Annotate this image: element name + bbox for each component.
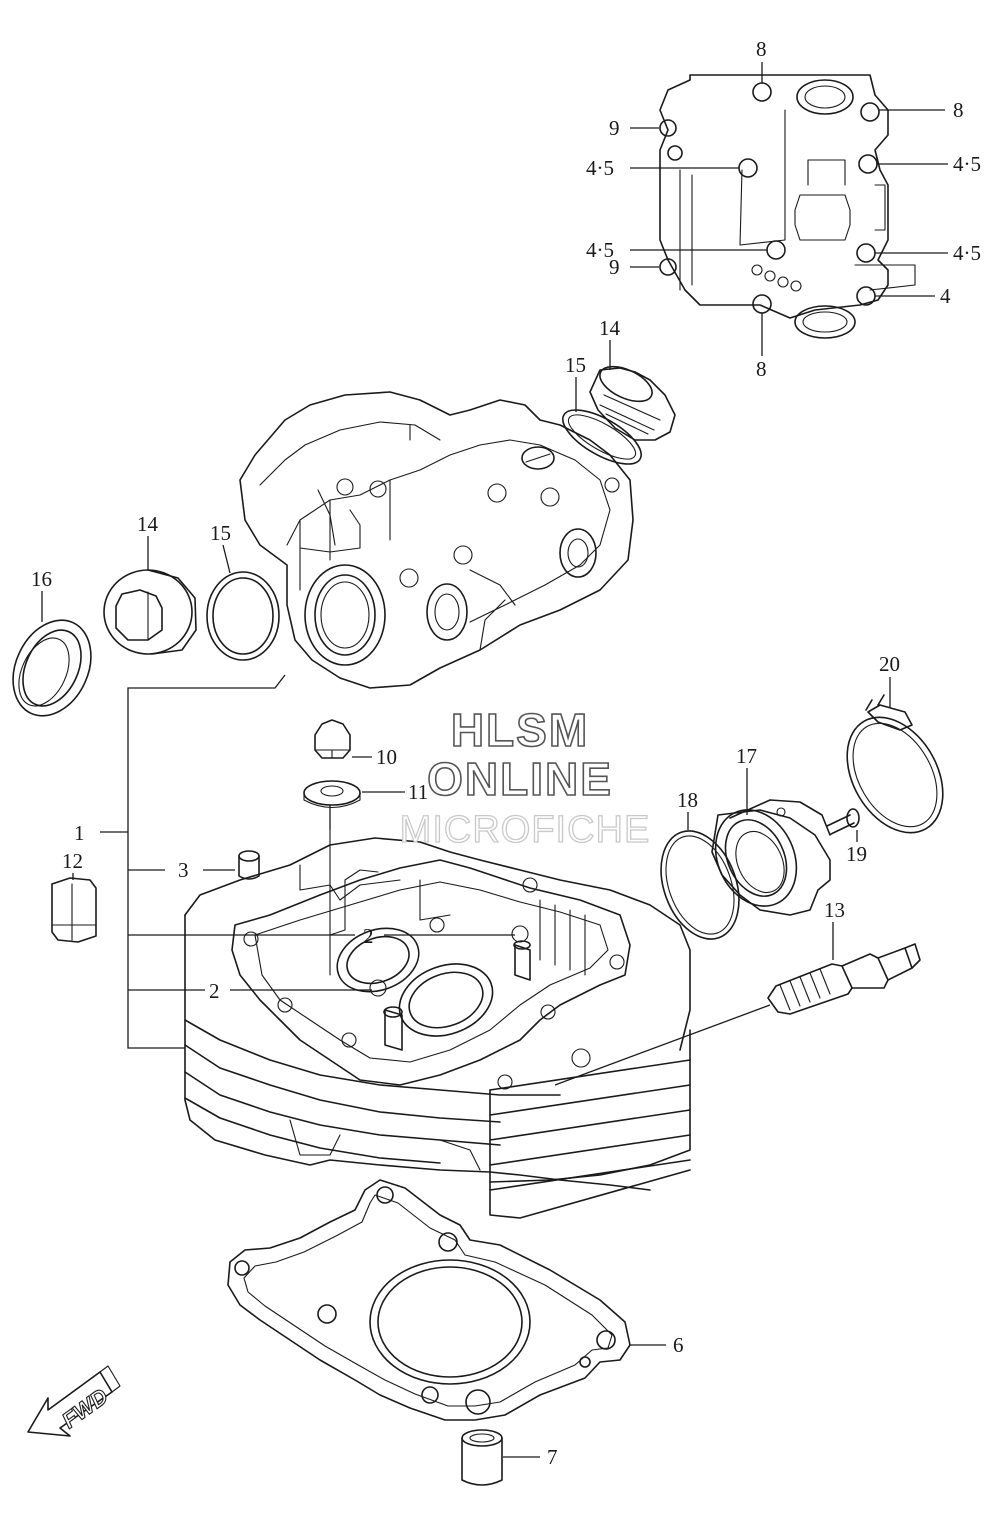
watermark-line-3: MICROFICHE (400, 809, 651, 851)
callout-19: 19 (846, 842, 867, 866)
part-19-screw (826, 808, 860, 835)
callout-15-top: 15 (565, 353, 586, 377)
bolt-label-4-5-left-upper: 4·5 (586, 156, 614, 180)
part-3-dowel (238, 850, 260, 880)
callout-14-left: 14 (137, 512, 159, 536)
bolt-label-8-top: 8 (756, 37, 767, 61)
callout-17: 17 (736, 744, 757, 768)
bolt-label-9-lower: 9 (609, 255, 620, 279)
part-17-intake-pipe (711, 799, 831, 916)
callout-3: 3 (178, 858, 189, 882)
callout-2-lower: 2 (209, 979, 220, 1003)
part-10-cap-nut (314, 719, 351, 759)
callout-20: 20 (879, 652, 900, 676)
part-15-o-ring-left (206, 571, 280, 661)
part-13-spark-plug (767, 943, 921, 1015)
watermark-line-2: ONLINE (427, 753, 613, 805)
bolt-pattern-view (659, 74, 916, 339)
callout-2-upper: 2 (363, 924, 374, 948)
bolt-label-4-5-right-lower: 4·5 (953, 241, 981, 265)
watermark: HLSM ONLINE MICROFICHE (399, 703, 651, 851)
callout-1: 1 (74, 821, 85, 845)
watermark-line-1: HLSM (451, 704, 589, 756)
callout-7: 7 (547, 1445, 558, 1469)
leader-lines (41, 340, 891, 1458)
cylinder-head-upper (239, 391, 634, 689)
part-15-o-ring-top (562, 409, 642, 465)
callout-11: 11 (408, 780, 428, 804)
part-7-dowel (461, 1429, 503, 1486)
bolt-label-8-right: 8 (953, 98, 964, 122)
callout-13: 13 (824, 898, 845, 922)
callout-10: 10 (376, 745, 397, 769)
callout-18: 18 (677, 788, 698, 812)
part-11-washer (303, 780, 361, 809)
part-16-seal-ring (12, 619, 92, 717)
part-18-o-ring (660, 830, 740, 940)
fwd-arrow-icon: FWD (27, 1365, 121, 1437)
cylinder-head-lower (184, 829, 691, 1219)
part-20-clamp (846, 694, 944, 834)
bolt-label-8-bottom: 8 (756, 357, 767, 381)
part-14-cap-top (589, 365, 676, 441)
callout-15-left: 15 (210, 521, 231, 545)
callout-14-top: 14 (599, 316, 621, 340)
callout-6: 6 (673, 1333, 684, 1357)
bolt-label-4: 4 (940, 284, 951, 308)
part-12-cap (51, 877, 97, 943)
callout-labels: 1 2 2 3 6 7 10 11 12 13 14 14 15 15 16 1… (31, 37, 981, 1469)
part-6-head-gasket (227, 1179, 631, 1421)
callout-12: 12 (62, 849, 83, 873)
callout-16: 16 (31, 567, 52, 591)
bolt-label-9-upper: 9 (609, 116, 620, 140)
bolt-label-4-5-left-lower: 4·5 (586, 238, 614, 262)
bolt-pattern-leaders (630, 62, 948, 356)
bolt-label-4-5-right-upper: 4·5 (953, 152, 981, 176)
part-14-cap-left (103, 569, 197, 655)
